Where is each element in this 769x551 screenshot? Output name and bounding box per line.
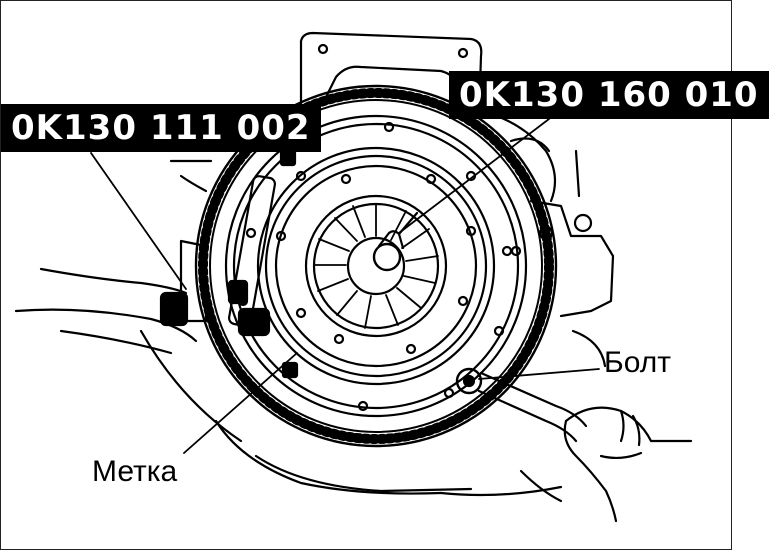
wrench xyxy=(455,367,588,443)
leader-lines xyxy=(90,118,600,454)
clutch-flywheel-illustration xyxy=(14,31,693,523)
bolt-label: Болт xyxy=(604,346,671,379)
leader-left-part xyxy=(90,152,187,290)
flywheel-face xyxy=(224,114,528,418)
part-number-left: 0K130 111 002 xyxy=(11,108,311,148)
leader-bolt xyxy=(478,368,600,380)
part-number-tag-left: 0K130 111 002 xyxy=(1,104,321,152)
mark-label: Метка xyxy=(92,455,178,488)
leader-right-part xyxy=(398,118,550,234)
lower-housing xyxy=(214,419,563,503)
alignment-tool-shaft xyxy=(372,211,419,272)
diaphragm-spring xyxy=(304,194,448,338)
part-number-right: 0K130 160 010 xyxy=(459,75,759,115)
left-frame xyxy=(14,159,243,443)
flywheel-ring-gear xyxy=(194,84,558,448)
leader-mark xyxy=(183,352,298,454)
clutch-cover xyxy=(256,146,496,386)
hand xyxy=(563,406,693,523)
part-number-tag-right: 0K130 160 010 xyxy=(449,71,769,119)
